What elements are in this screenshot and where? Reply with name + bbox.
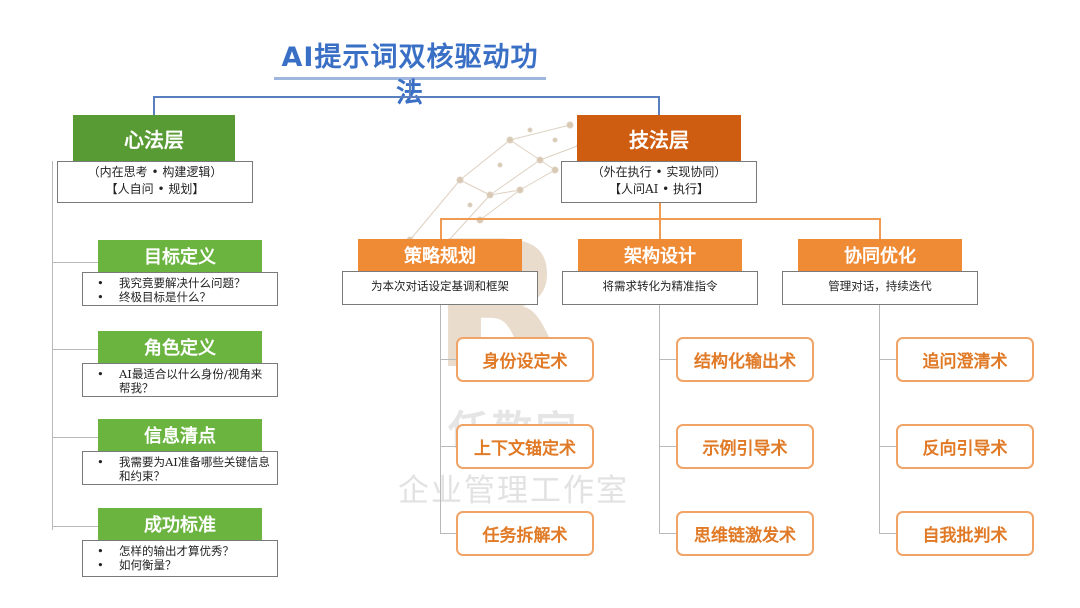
connector <box>153 96 660 98</box>
bullet-row: •怎样的输出才算优秀？ <box>97 544 234 558</box>
technique-task-breakdown: 任务拆解术 <box>456 511 594 556</box>
bullet-text: 我需要为AI准备哪些关键信息和约束？ <box>119 455 270 483</box>
bullet-text: 如何衡量？ <box>119 558 177 572</box>
left-subtitle-line1: （内在思考 • 构建逻辑） <box>87 165 223 179</box>
right-subtitle-box: （外在执行 • 实现协同） 【人问AI • 执行】 <box>561 161 757 203</box>
technique-clarify-questions: 追问澄清术 <box>896 337 1034 382</box>
column-architecture-header: 架构设计 <box>578 239 742 271</box>
column-collab-header: 协同优化 <box>798 239 962 271</box>
bullet-text: 终极目标是什么？ <box>119 290 211 304</box>
bullet-row: •我究竟要解决什么问题？ <box>97 276 246 290</box>
left-item-role-bullets: •AI最适合以什么身份/视角来帮我？ <box>82 363 278 397</box>
connector <box>659 359 676 360</box>
connector <box>409 80 411 97</box>
left-item-goal-bullets: •我究竟要解决什么问题？ •终极目标是什么？ <box>82 272 278 306</box>
connector <box>440 218 442 239</box>
technique-structured-output: 结构化输出术 <box>676 337 814 382</box>
column-strategy-desc: 为本次对话设定基调和框架 <box>342 271 538 305</box>
technique-reverse-guidance: 反向引导术 <box>896 424 1034 469</box>
connector <box>879 359 896 360</box>
left-item-goal-header: 目标定义 <box>98 240 262 272</box>
left-subtitle-line2: 【人自问 • 规划】 <box>105 182 205 196</box>
right-subtitle-line1: （外在执行 • 实现协同） <box>591 165 727 179</box>
connector <box>52 262 98 263</box>
technique-example-guidance: 示例引导术 <box>676 424 814 469</box>
connector <box>879 533 896 534</box>
connector <box>659 446 676 447</box>
left-subtitle-box: （内在思考 • 构建逻辑） 【人自问 • 规划】 <box>57 161 253 203</box>
connector <box>659 533 676 534</box>
left-item-success-header: 成功标准 <box>98 508 262 540</box>
technique-self-critique: 自我批判术 <box>896 511 1034 556</box>
bullet-row: •我需要为AI准备哪些关键信息和约束？ <box>97 455 270 483</box>
technique-chain-of-thought: 思维链激发术 <box>676 511 814 556</box>
connector <box>440 305 441 534</box>
connector <box>440 359 457 360</box>
left-item-success-bullets: •怎样的输出才算优秀？ •如何衡量？ <box>82 540 278 577</box>
connector <box>879 305 880 534</box>
connector <box>440 533 457 534</box>
bullet-row: •终极目标是什么？ <box>97 290 211 304</box>
connector <box>658 96 660 116</box>
connector <box>659 203 661 219</box>
left-item-role-header: 角色定义 <box>98 331 262 363</box>
left-item-info-header: 信息清点 <box>98 419 262 451</box>
left-header: 心法层 <box>73 115 235 161</box>
bullet-text: 怎样的输出才算优秀？ <box>119 544 234 558</box>
connector <box>879 218 881 239</box>
connector <box>52 161 53 530</box>
connector <box>879 446 896 447</box>
column-collab-desc: 管理对话，持续迭代 <box>782 271 978 305</box>
page-title: AI提示词双核驱动功法 <box>274 40 546 109</box>
right-header: 技法层 <box>577 115 741 161</box>
technique-identity: 身份设定术 <box>456 337 594 382</box>
column-architecture-desc: 将需求转化为精准指令 <box>562 271 758 305</box>
watermark-org: 企业管理工作室 <box>398 473 629 509</box>
connector <box>52 526 98 527</box>
bullet-row: •如何衡量？ <box>97 558 177 572</box>
technique-context-anchor: 上下文锚定术 <box>456 424 594 469</box>
connector <box>52 349 98 350</box>
connector <box>52 437 98 438</box>
connector <box>440 446 457 447</box>
column-strategy-header: 策略规划 <box>358 239 522 271</box>
connector <box>659 218 661 239</box>
connector <box>153 96 155 116</box>
bullet-row: •AI最适合以什么身份/视角来帮我？ <box>97 367 271 395</box>
bullet-text: AI最适合以什么身份/视角来帮我？ <box>119 367 263 395</box>
bullet-text: 我究竟要解决什么问题？ <box>119 276 246 290</box>
right-subtitle-line2: 【人问AI • 执行】 <box>608 182 710 196</box>
connector <box>659 305 660 534</box>
left-item-info-bullets: •我需要为AI准备哪些关键信息和约束？ <box>82 451 278 485</box>
